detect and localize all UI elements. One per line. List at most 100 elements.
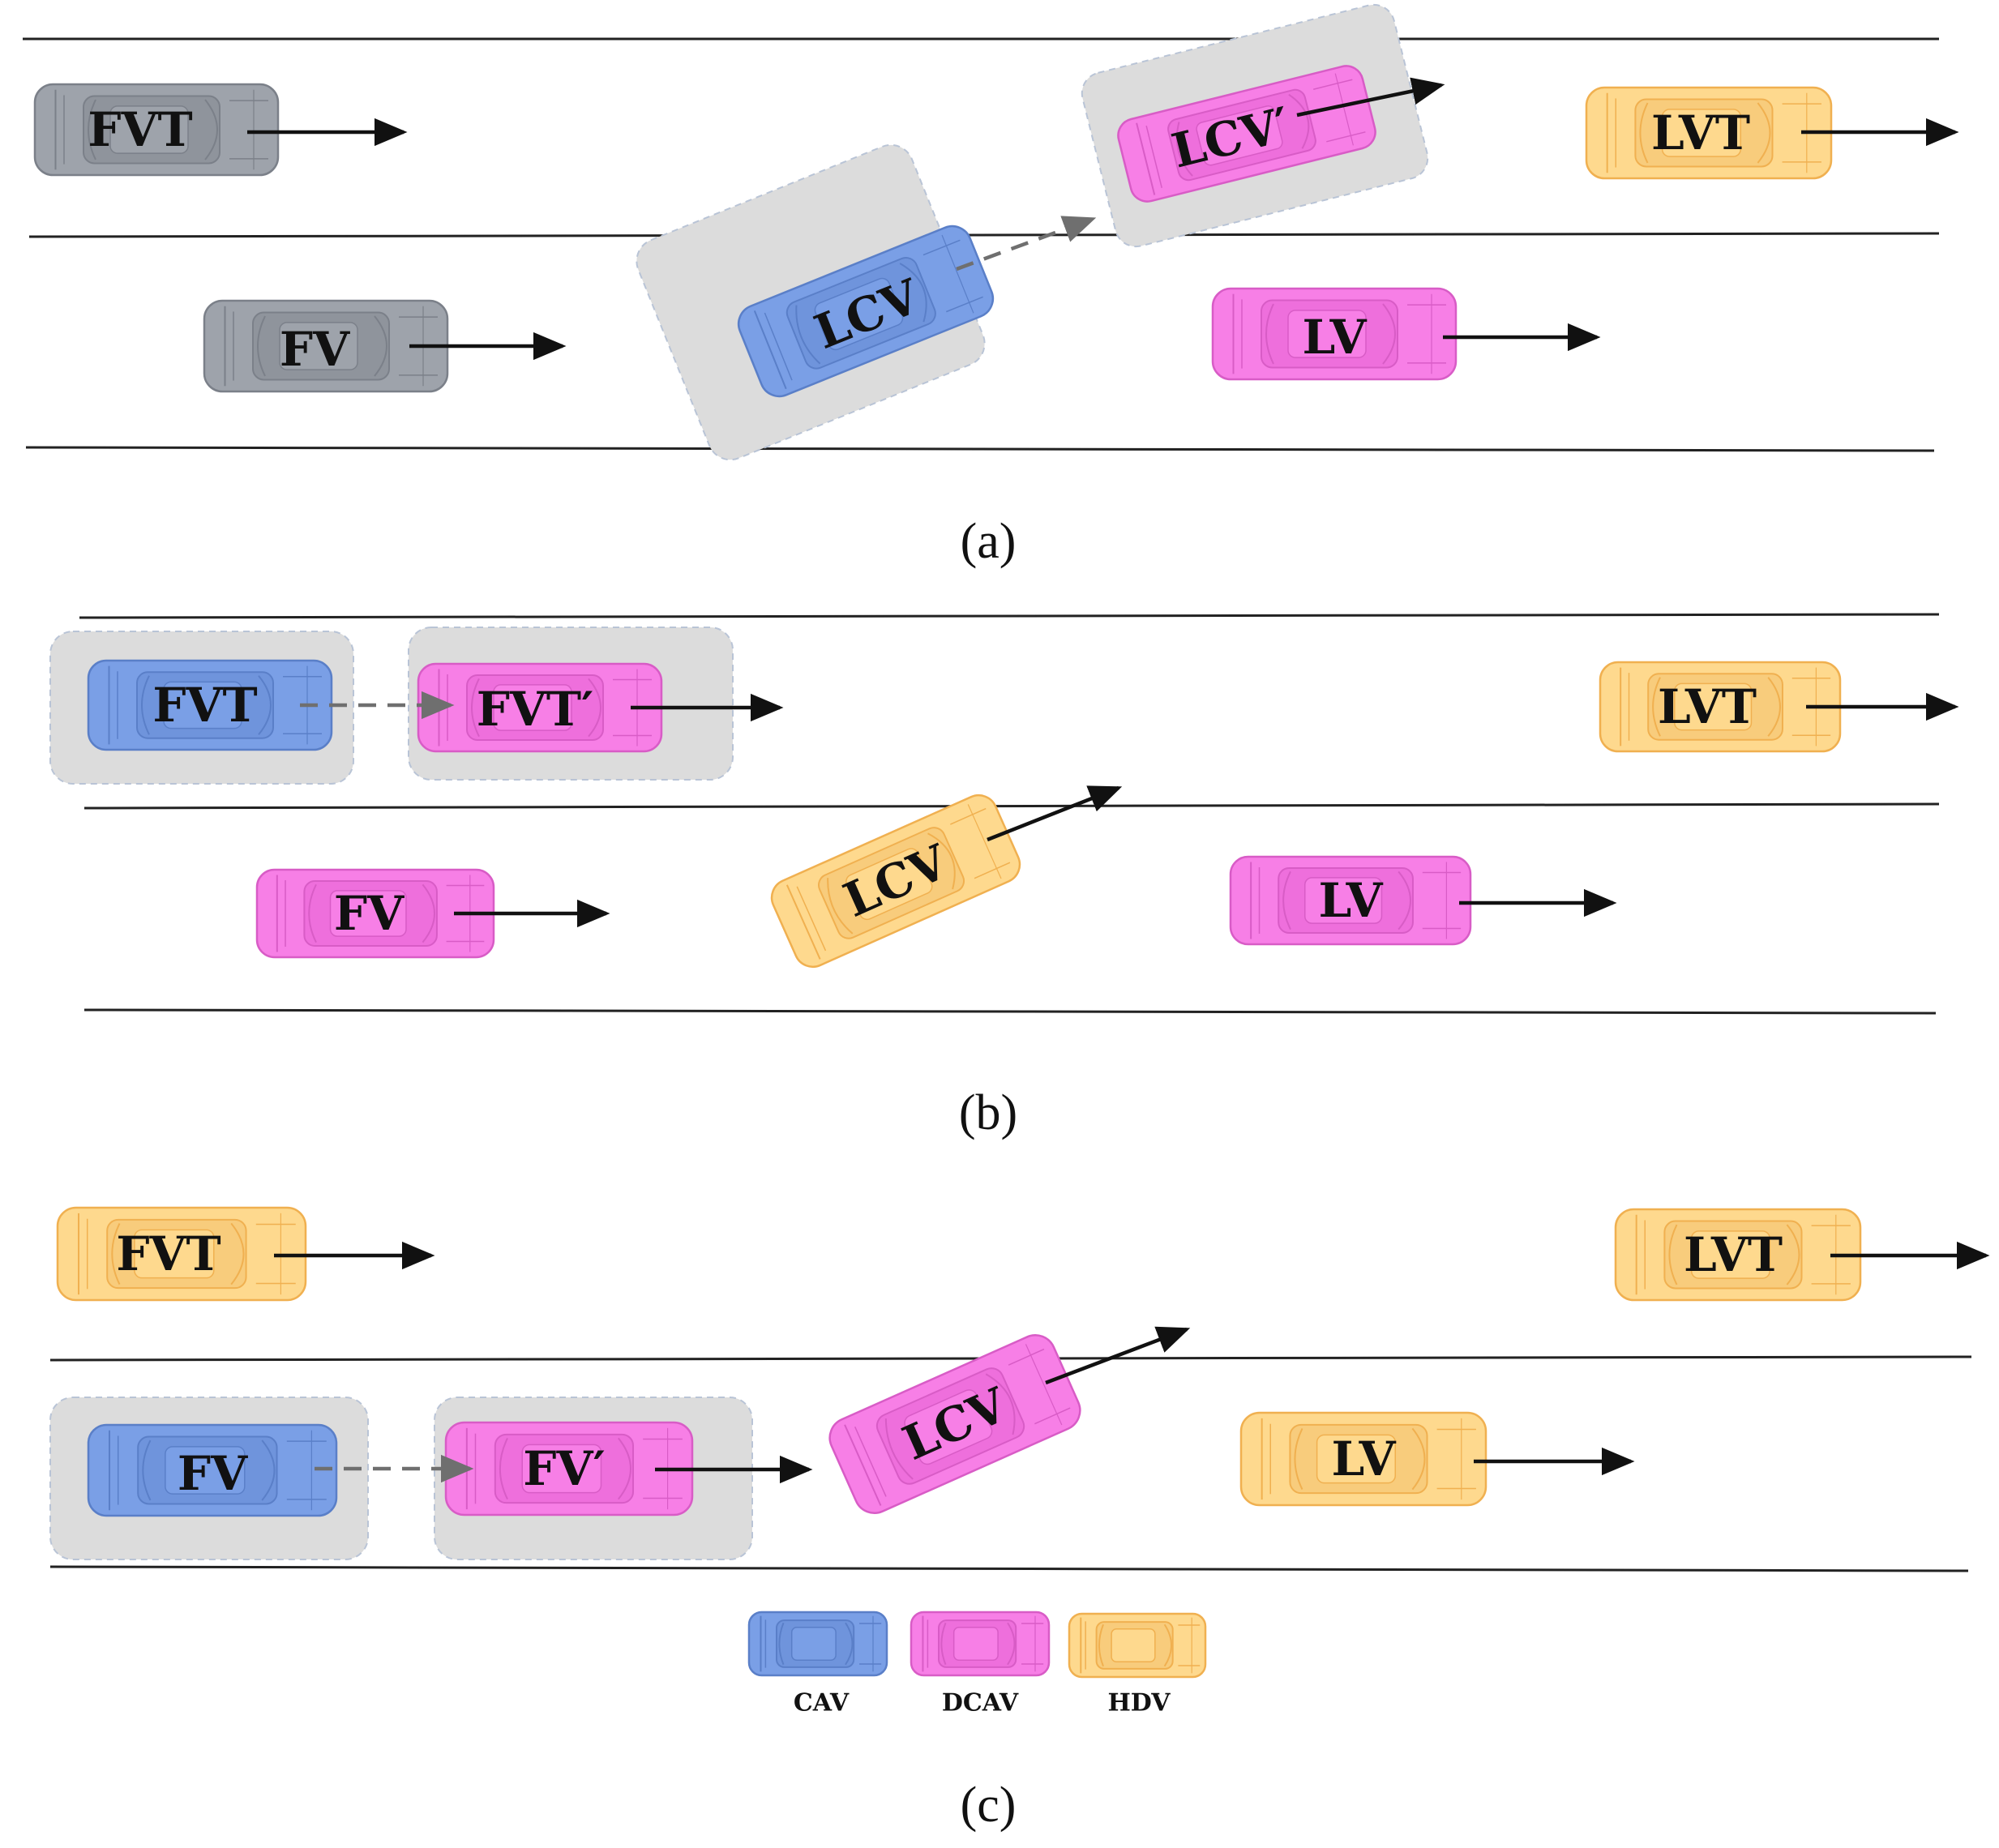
car-windshield <box>588 678 601 738</box>
car-roof <box>1316 1434 1397 1484</box>
car-windshield <box>927 832 956 890</box>
car-hood-line <box>922 239 961 256</box>
car-rear-window <box>1282 871 1291 930</box>
car-roof <box>1304 877 1383 924</box>
car-windshield <box>1757 102 1771 164</box>
panel-caption: (b) <box>959 1085 1017 1140</box>
lane-line <box>79 613 1940 619</box>
panel-c: FVT LVT FV FV′ LCV LV CAV DCAV HDV <box>49 1206 1990 1833</box>
car-windshield <box>1411 1427 1426 1491</box>
car-body <box>1117 65 1376 203</box>
car-rear-window <box>1639 102 1649 164</box>
car-roof <box>165 1446 246 1495</box>
car-body <box>910 1611 1051 1677</box>
vehicle-a-fv: FV <box>203 299 449 393</box>
vehicle-label: FVT <box>152 678 257 733</box>
lane-line <box>28 232 1940 238</box>
car-rear-line <box>854 1427 887 1497</box>
car-rear-window <box>1668 1224 1678 1285</box>
car-body <box>1229 855 1472 946</box>
car-windshield <box>1163 1623 1172 1667</box>
vehicle-label: LV <box>1319 873 1384 928</box>
car-body <box>33 83 280 177</box>
car-rear-window <box>141 675 150 735</box>
car-hood-line <box>1025 1344 1063 1426</box>
car-windshield <box>258 675 272 735</box>
car-rear-window <box>940 1622 947 1666</box>
car-body <box>87 659 333 751</box>
vehicle-label: LVT <box>1658 679 1757 734</box>
vehicle-label: LVT <box>1651 105 1750 160</box>
vehicle-b-fvt: FVT <box>87 659 333 751</box>
car-windshield <box>845 1622 854 1666</box>
car-body <box>737 225 995 398</box>
car-rear-window <box>795 305 821 365</box>
car-rear-window <box>1175 122 1193 177</box>
car-roof <box>279 322 358 370</box>
vehicle-c-fv: FV <box>87 1423 338 1517</box>
vehicle-label: FV <box>178 1446 248 1501</box>
vehicle-b-fvtp: FVT′ <box>417 662 663 753</box>
vehicle-a-lv: LV <box>1211 287 1458 381</box>
lane-line <box>83 802 1940 810</box>
car-roof <box>1196 105 1283 166</box>
car-rear-window <box>499 1437 508 1500</box>
legend-label: DCAV <box>942 1689 1019 1718</box>
car-rear-window <box>884 1418 914 1480</box>
transition-arrow <box>956 216 1097 272</box>
vehicle-c-lvt: LVT <box>1614 1208 1862 1302</box>
car-windshield <box>204 99 218 160</box>
car-body <box>1585 86 1833 180</box>
car-hood-line <box>1008 1348 1045 1366</box>
car-windshield <box>261 1439 276 1501</box>
car-rear-window <box>1098 1623 1104 1667</box>
car-rear-line <box>753 310 787 390</box>
car-roof <box>1287 310 1367 358</box>
car-windshield <box>230 1222 245 1285</box>
legend-label: HDV <box>1107 1689 1171 1718</box>
car-rear-window <box>257 315 266 377</box>
vehicle-a-fvt: FVT <box>33 83 280 177</box>
car-rear-window <box>778 1622 785 1666</box>
car-windshield <box>618 1437 631 1500</box>
car-windshield <box>899 263 927 323</box>
car-roof <box>109 105 189 154</box>
legend-swatch-dcav <box>910 1611 1051 1677</box>
car-rear-line <box>1145 125 1162 189</box>
motion-arrow <box>1296 77 1445 118</box>
car-rear-line <box>785 884 821 960</box>
vehicle-a-lvt: LVT <box>1585 86 1833 180</box>
car-windshield <box>422 883 435 943</box>
panel-caption: (a) <box>961 514 1017 569</box>
car-roof <box>814 277 904 351</box>
car-roof <box>163 681 242 729</box>
car-rear-window <box>1652 677 1661 737</box>
car-windshield <box>1398 871 1411 930</box>
vehicle-label: FVT <box>116 1226 220 1281</box>
car-body <box>1211 287 1458 381</box>
car-rear-line <box>796 886 827 952</box>
car-body <box>255 868 495 959</box>
vehicle-label: FV <box>334 886 405 941</box>
car-body <box>56 1206 307 1302</box>
car-windshield <box>985 1373 1016 1435</box>
car-roof <box>1690 1230 1771 1279</box>
car-body <box>1614 1208 1862 1302</box>
legend-label: CAV <box>794 1689 850 1718</box>
legend-swatch-hdv <box>1068 1612 1207 1679</box>
car-rear-window <box>142 1439 152 1501</box>
lane-line <box>49 1565 1969 1572</box>
car-hood-line <box>967 804 1002 879</box>
car-roof <box>845 848 933 921</box>
car-roof <box>904 1389 993 1465</box>
car-body <box>1599 661 1842 753</box>
panel-a: FVT LCV′ LVT FV LCV LV (a) <box>23 3 1959 569</box>
car-rear-line <box>1136 122 1156 195</box>
car-windshield <box>1382 303 1396 365</box>
car-hood-line <box>1326 131 1366 143</box>
vehicle-label: FVT′ <box>477 682 594 737</box>
car-rear-window <box>308 883 317 943</box>
car-rear-window <box>1294 1427 1303 1491</box>
car-roof <box>1111 1628 1156 1663</box>
